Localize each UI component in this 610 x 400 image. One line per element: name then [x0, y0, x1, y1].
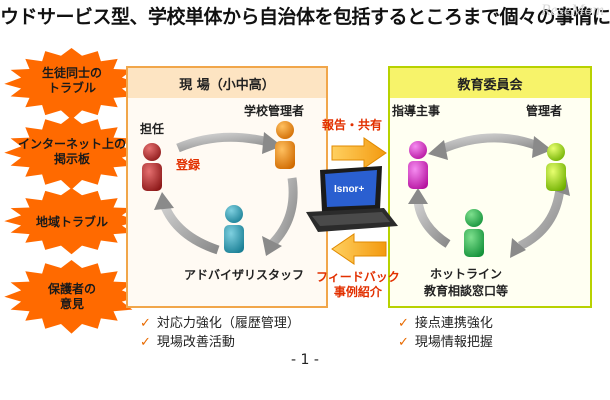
school-arrow-top [176, 132, 270, 153]
label-advisor: アドバイザリスタッフ [184, 268, 305, 282]
check-text: 接点連携強化 [414, 316, 493, 331]
school-arrow-right-head [262, 236, 282, 256]
board-arrow-right-head [510, 238, 526, 258]
label-supervisor: 指導主事 [392, 104, 441, 118]
issue-label-student-trouble: 生徒同士の トラブル [41, 66, 102, 95]
school-arrow-right [268, 177, 298, 248]
person-advisor-icon [224, 205, 244, 253]
school-arrow-left [159, 202, 220, 255]
board-arrow-left [413, 199, 451, 248]
check-item-left-1: ✓ 対応力強化（履歴管理） [140, 312, 300, 331]
board-arrow-left-head [408, 188, 428, 204]
person-manager-icon [546, 143, 566, 191]
feedback-arrow [331, 233, 387, 265]
school-panel-title: 現 場（小中高） [128, 68, 326, 98]
check-text: 対応力強化（履歴管理） [156, 316, 300, 331]
check-text: 現場改善活動 [156, 335, 235, 350]
check-mark-icon: ✓ [140, 335, 151, 350]
label-manager: 管理者 [526, 104, 563, 118]
check-mark-icon: ✓ [398, 335, 409, 350]
board-panel-title: 教育委員会 [390, 68, 590, 98]
check-mark-icon: ✓ [398, 316, 409, 331]
watermark: ReseMom [540, 2, 604, 19]
person-school-admin-icon [275, 121, 295, 169]
check-mark-icon: ✓ [140, 316, 151, 331]
report-share-arrow [331, 137, 387, 169]
check-item-right-2: ✓ 現場情報把握 [398, 331, 493, 350]
board-arrow-top-head [532, 136, 552, 158]
label-school-admin: 学校管理者 [244, 104, 305, 118]
label-homeroom: 担任 [140, 122, 165, 136]
board-arrow-top [438, 133, 540, 155]
issue-label-local-trouble: 地域トラブル [35, 215, 108, 229]
issue-label-internet-board: インターネット上の 掲示板 [17, 137, 126, 166]
person-homeroom-icon [142, 143, 162, 191]
label-report-share: 報告・共有 [322, 118, 383, 132]
board-arrow-right [517, 187, 565, 251]
check-item-right-1: ✓ 接点連携強化 [398, 312, 493, 331]
page-number: - 1 - [291, 352, 319, 368]
school-arrow-top-head [262, 132, 282, 154]
person-hotline-icon [464, 209, 484, 257]
laptop-screen-text: Isnor+ [334, 184, 364, 195]
label-hotline: ホットライン 教育相談窓口等 [424, 267, 509, 298]
check-item-left-2: ✓ 現場改善活動 [140, 331, 235, 350]
check-text: 現場情報把握 [414, 335, 493, 350]
issue-label-parent-opinion: 保護者の 意見 [47, 282, 96, 311]
page-title: ウドサービス型、学校単体から自治体を包括するところまで個々の事情に応じ [0, 6, 610, 28]
laptop-icon [306, 166, 398, 232]
label-feedback: フィードバック 事例紹介 [316, 270, 400, 299]
person-supervisor-icon [408, 141, 428, 189]
board-arrow-top-tail-head [428, 140, 448, 160]
label-register: 登録 [176, 158, 201, 172]
school-arrow-left-head [154, 192, 174, 210]
